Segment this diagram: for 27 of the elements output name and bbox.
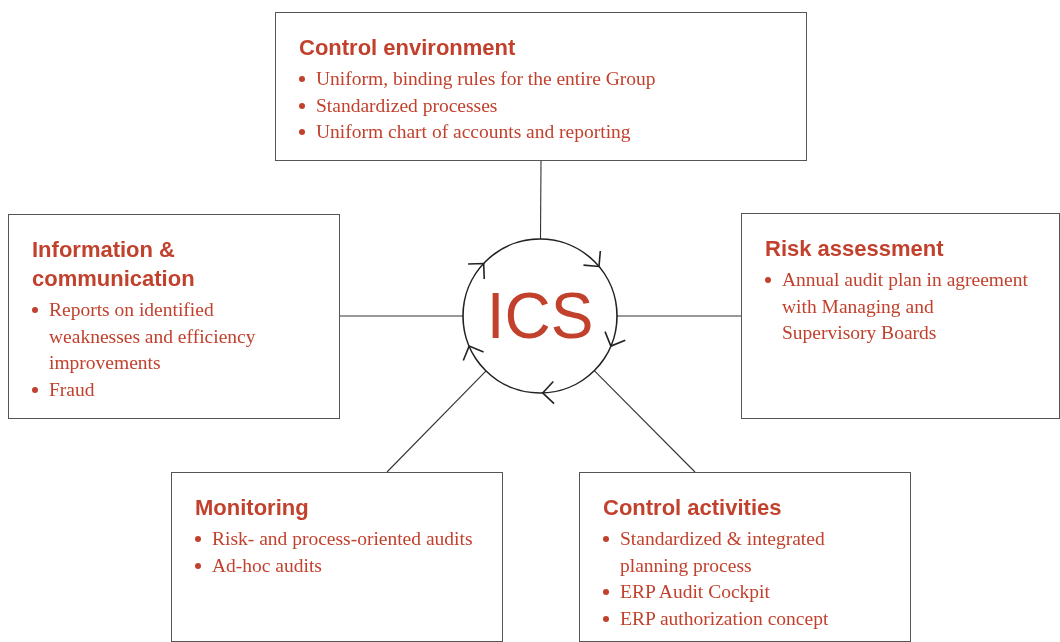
connector-line — [616, 315, 742, 317]
connector-line — [593, 370, 696, 473]
box-heading: Control activities — [603, 494, 783, 522]
bullet-item: Uniform, binding rules for the entire Group — [299, 66, 794, 93]
box-heading: Information & communication — [32, 236, 196, 293]
bullet-item: Annual audit plan in agreement with Managing and Supervisory Boards — [765, 267, 1032, 347]
bullet-item: Standardized processes — [299, 92, 794, 119]
box-heading: Risk assessment — [765, 235, 945, 263]
category-box — [579, 472, 911, 642]
category-box — [275, 12, 807, 161]
connector-line — [539, 160, 542, 240]
category-box — [171, 472, 503, 642]
cycle-label: ICS — [486, 284, 594, 348]
bullet-item: Fraud — [32, 376, 307, 403]
bullet-item: Standardized & integrated planning process — [603, 526, 882, 579]
connector-line — [339, 315, 464, 317]
bullet-item: Reports on identified weaknesses and efficiency improvements — [32, 297, 307, 377]
bullet-item: Risk- and process-oriented audits — [195, 526, 474, 553]
bullet-item: Ad-hoc audits — [195, 552, 474, 579]
connector-line — [386, 370, 487, 473]
box-heading: Monitoring — [195, 494, 310, 522]
bullet-item: ERP Audit Cockpit — [603, 579, 882, 606]
bullet-item: Uniform chart of accounts and reporting — [299, 119, 794, 146]
category-box — [741, 213, 1060, 419]
box-heading: Control environment — [299, 34, 517, 62]
bullet-item: ERP authorization concept — [603, 605, 882, 632]
category-box — [8, 214, 340, 419]
